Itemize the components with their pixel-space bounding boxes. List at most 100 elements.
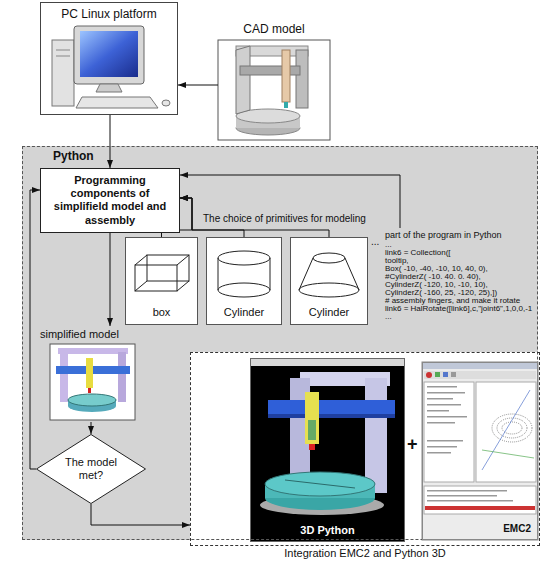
pc-illustration bbox=[40, 2, 178, 115]
emc2-screenshot bbox=[424, 486, 536, 514]
python-3d-screenshot bbox=[285, 480, 355, 488]
code-line: # assembly fingers, and make it rotate bbox=[385, 297, 541, 305]
simplified-model-image bbox=[68, 394, 116, 406]
screenshot-emc2: EMC2 bbox=[422, 362, 538, 540]
emc2-screenshot bbox=[482, 390, 530, 470]
node-label: 3D Python bbox=[300, 524, 354, 537]
region-caption: Integration EMC2 and Python 3D bbox=[191, 547, 539, 560]
node-label: EMC2 bbox=[503, 523, 531, 535]
code-line: link6 = Collection([ bbox=[385, 249, 541, 257]
primitive-shapes bbox=[270, 258, 271, 290]
plus-sign: + bbox=[407, 434, 418, 455]
code-line: link6 = HalRotate([link6],c,"joint6",1,0… bbox=[385, 305, 541, 313]
simplified-model-image bbox=[86, 358, 93, 388]
primitive-shapes bbox=[177, 281, 189, 291]
flow-arrow bbox=[178, 85, 218, 86]
emc2-screenshot bbox=[451, 372, 456, 377]
primitive-box: Cylinder bbox=[206, 237, 282, 325]
python-3d-screenshot bbox=[268, 414, 395, 418]
integration-region-fill bbox=[190, 352, 540, 546]
emc2-screenshot bbox=[492, 414, 532, 442]
pc-illustration bbox=[56, 50, 70, 51]
code-listing: part of the program in Python...link6 = … bbox=[385, 230, 541, 321]
emc2-screenshot bbox=[427, 440, 463, 442]
python-3d-screenshot bbox=[268, 400, 395, 418]
diamond-outline bbox=[37, 435, 146, 504]
code-feed-line bbox=[180, 175, 400, 228]
code-line: ... bbox=[385, 313, 541, 321]
emc2-screenshot bbox=[426, 372, 432, 378]
primitive-shapes bbox=[313, 253, 345, 263]
code-line: CylinderZ( -160, 25, -120, 25),]) bbox=[385, 289, 541, 297]
simplified-model-image bbox=[88, 388, 91, 393]
primitive-shapes bbox=[206, 237, 282, 325]
primitive-shapes bbox=[125, 237, 368, 325]
process-box: Programming components of simplifield mo… bbox=[40, 168, 180, 233]
simplified-model-image bbox=[50, 344, 135, 420]
simplified-model-image bbox=[60, 352, 68, 402]
integration-region-fill bbox=[190, 352, 540, 546]
flow-arrow bbox=[91, 422, 92, 434]
cad-illustration bbox=[240, 66, 300, 75]
ellipsis-note: ... bbox=[371, 236, 379, 247]
node-label: simplified model bbox=[40, 328, 119, 341]
pc-illustration bbox=[74, 26, 144, 84]
python-region: PythonProgramming components of simplifi… bbox=[22, 146, 538, 540]
python-3d-screenshot bbox=[305, 392, 319, 444]
model-image: simplified model bbox=[40, 326, 140, 422]
cad-illustration bbox=[282, 50, 290, 102]
primitive-shapes bbox=[218, 251, 270, 265]
pc-illustration bbox=[80, 31, 138, 77]
flow-arrow bbox=[110, 115, 111, 168]
flow-arrow bbox=[110, 233, 111, 326]
node-label: CAD model bbox=[243, 22, 304, 36]
code-line: tooltip, bbox=[385, 257, 541, 265]
emc2-screenshot bbox=[424, 371, 536, 379]
primitive-shapes bbox=[177, 255, 189, 265]
emc2-screenshot bbox=[497, 418, 527, 438]
cad-model-image: CAD model bbox=[218, 22, 330, 140]
emc2-screenshot bbox=[427, 398, 453, 400]
primitive-shapes bbox=[125, 237, 198, 325]
node-label: Cylinder bbox=[224, 306, 264, 319]
primitive-box: box bbox=[125, 237, 198, 325]
decision-diamond: The model met? bbox=[36, 434, 146, 504]
python-3d-screenshot bbox=[250, 358, 405, 366]
code-line: #CylinderZ( -10. 40. 0. 40), bbox=[385, 273, 541, 281]
simplified-model-image bbox=[50, 344, 135, 420]
node-label: Programming components of simplifield mo… bbox=[47, 174, 173, 227]
primitive-shapes bbox=[345, 258, 359, 290]
simplified-model-image bbox=[58, 348, 128, 354]
emc2-screenshot bbox=[422, 362, 538, 369]
python-3d-screenshot bbox=[250, 358, 405, 542]
emc2-screenshot bbox=[422, 362, 538, 540]
node-label: box bbox=[153, 306, 171, 319]
primitive-shapes bbox=[290, 237, 368, 325]
cad-illustration bbox=[218, 40, 330, 140]
python-region-fill bbox=[22, 146, 538, 540]
cad-illustration bbox=[218, 40, 330, 140]
emc2-screenshot bbox=[427, 392, 465, 394]
cad-illustration bbox=[284, 102, 288, 108]
python-3d-screenshot bbox=[309, 444, 315, 450]
cad-illustration bbox=[236, 46, 250, 114]
primitive-box: Cylinder bbox=[290, 237, 368, 325]
emc2-screenshot bbox=[427, 422, 455, 424]
python-3d-screenshot bbox=[308, 420, 316, 440]
primitive-shapes bbox=[299, 258, 313, 290]
emc2-screenshot bbox=[427, 495, 497, 497]
flow-arrow bbox=[91, 504, 190, 525]
pc-illustration bbox=[96, 84, 122, 92]
node-label: PC Linux platform bbox=[61, 7, 156, 21]
primitive-shapes bbox=[218, 283, 270, 297]
emc2-screenshot bbox=[427, 410, 449, 412]
emc2-screenshot bbox=[427, 386, 457, 388]
emc2-screenshot bbox=[435, 372, 440, 377]
code-heading: part of the program in Python bbox=[385, 230, 541, 241]
emc2-screenshot bbox=[424, 382, 474, 482]
connector-group bbox=[30, 85, 329, 525]
node-label: Cylinder bbox=[309, 306, 349, 319]
screenshot-3d: 3D Python bbox=[250, 358, 405, 542]
emc2-screenshot bbox=[427, 404, 461, 406]
